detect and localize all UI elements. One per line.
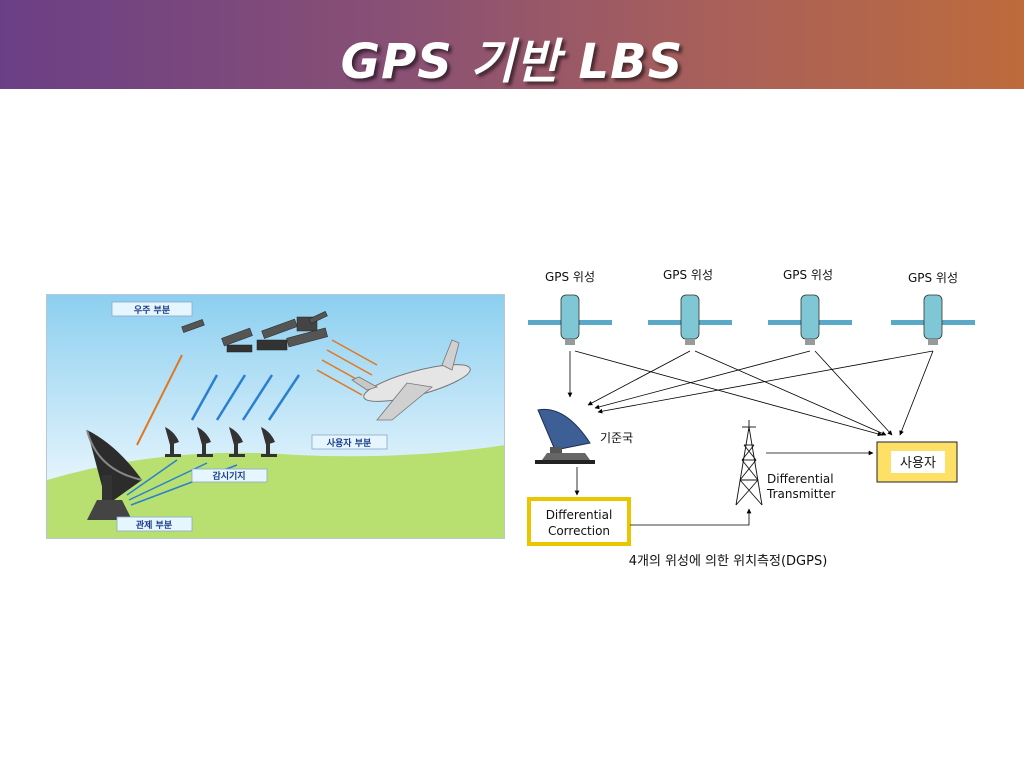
dgps-diagram: GPS 위성 GPS 위성 GPS 위성 GPS 위성: [520, 255, 990, 575]
svg-text:사용자: 사용자: [900, 456, 936, 471]
satellite-3-icon: [768, 294, 852, 345]
svg-text:관제 부분: 관제 부분: [136, 519, 172, 531]
svg-text:Correction: Correction: [548, 524, 610, 538]
transmitter-label-line2: Transmitter: [766, 487, 836, 501]
grass-hill: [47, 445, 504, 538]
svg-text:감시기지: 감시기지: [212, 470, 245, 482]
satellite-2-label: GPS 위성: [663, 268, 713, 282]
monitor-station-label: 감시기지: [191, 468, 268, 483]
gps-segments-illustration: 우주 부분 사용자 부분 감시기지 관제 부분: [46, 294, 505, 539]
reference-station-label: 기준국: [600, 431, 633, 445]
svg-text:사용자 부분: 사용자 부분: [327, 437, 372, 449]
satellite-to-user-arrows: [574, 350, 934, 437]
satellite-3-label: GPS 위성: [783, 268, 833, 282]
control-segment-label: 관제 부분: [116, 516, 193, 532]
space-station-icon: [181, 311, 328, 353]
monitor-dishes-icon: [165, 427, 277, 457]
control-dish-icon: [86, 429, 143, 520]
satellite-2-icon: [648, 294, 732, 345]
signal-line-orange: [136, 354, 183, 446]
diagram-caption: 4개의 위성에 의한 위치측정(DGPS): [629, 554, 828, 569]
transmitter-tower-icon: [735, 420, 763, 506]
airplane-icon: [351, 339, 471, 421]
illustration-canvas: 우주 부분 사용자 부분 감시기지 관제 부분: [47, 295, 504, 538]
slide-title: GPS 기반 LBS: [340, 34, 684, 90]
reference-station-dish-icon: [535, 408, 595, 464]
svg-text:우주 부분: 우주 부분: [134, 305, 170, 316]
satellite-to-station-arrows: [567, 350, 934, 414]
correction-to-transmitter-arrow: [630, 508, 752, 526]
space-segment-label: 우주 부분: [111, 301, 193, 317]
user-box: 사용자: [876, 441, 958, 483]
title-bar: GPS 기반 LBS: [0, 0, 1024, 90]
satellite-1-label: GPS 위성: [545, 270, 595, 284]
svg-text:Differential: Differential: [546, 508, 613, 522]
differential-correction-box: Differential Correction: [527, 497, 631, 546]
satellite-1-icon: [528, 294, 612, 345]
signal-lines-blue: [190, 374, 301, 421]
user-segment-label: 사용자 부분: [311, 434, 388, 450]
satellite-4-label: GPS 위성: [908, 271, 958, 285]
satellite-4-icon: [891, 294, 975, 345]
dgps-canvas: GPS 위성 GPS 위성 GPS 위성 GPS 위성: [527, 268, 975, 569]
transmitter-label-line1: Differential: [767, 472, 834, 486]
